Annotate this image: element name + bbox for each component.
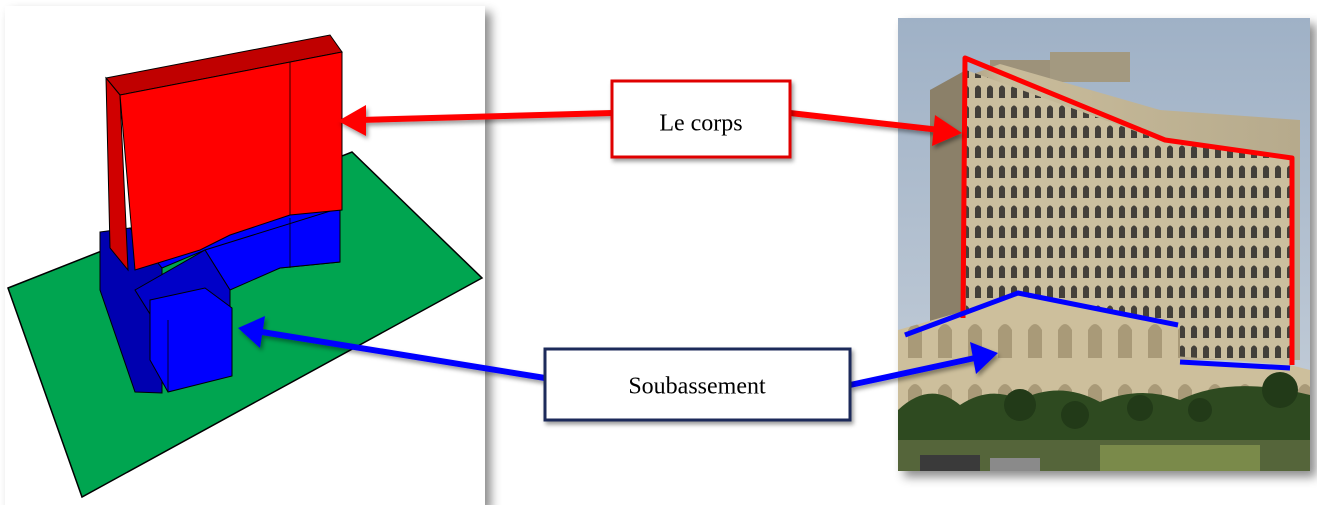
arrows [238,105,998,388]
base-outline-right [1179,359,1291,371]
model-3d [7,34,484,499]
hotel-photo [898,18,1310,471]
base-arrow-right [849,342,998,388]
label-body: Le corps [610,79,792,159]
photo-panel [898,18,1310,471]
model-panel [5,6,485,505]
label-base: Soubassement [543,347,852,422]
body-arrow-right [789,110,962,146]
body-volume [105,34,343,272]
body-outline [960,55,1295,365]
body-arrow-left [338,105,613,136]
base-volume [99,207,341,394]
label-base-text: Soubassement [628,374,766,400]
base-outline [904,290,1179,338]
label-body-text: Le corps [659,111,742,137]
base-arrow-left [238,316,546,381]
